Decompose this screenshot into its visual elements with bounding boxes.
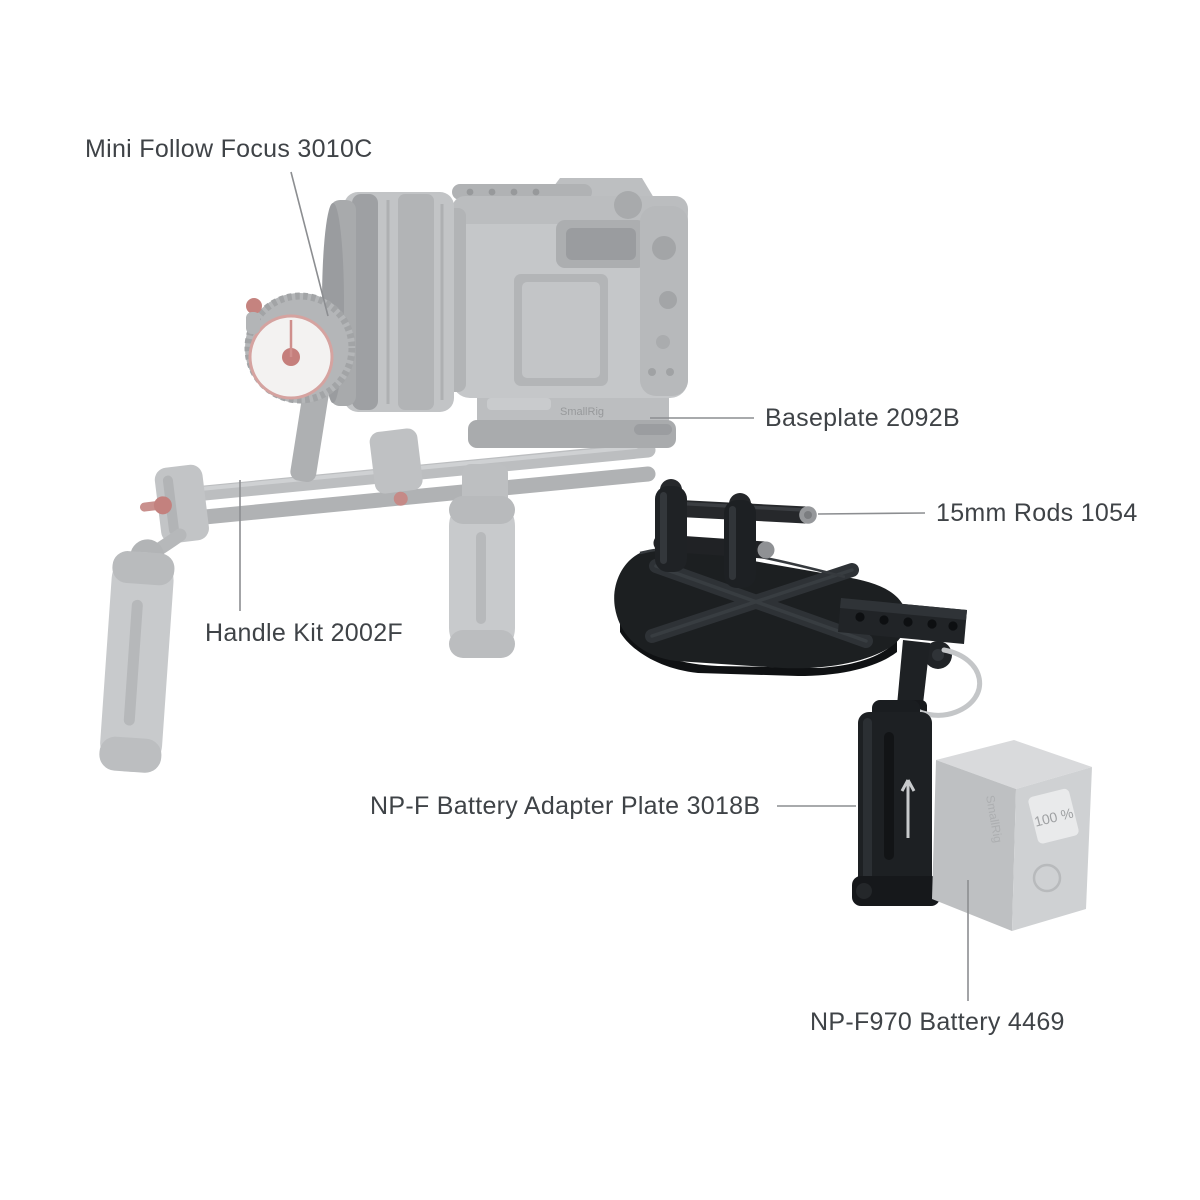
qr-lever-ghost xyxy=(634,424,672,435)
red-knob-icon xyxy=(153,496,172,515)
rod-clamps xyxy=(655,479,756,588)
label-follow-focus: Mini Follow Focus 3010C xyxy=(85,135,373,163)
rod-clamp-left-ghost xyxy=(139,464,209,544)
red-knob-icon xyxy=(393,491,408,506)
camera-ghost xyxy=(452,178,688,398)
top-plate xyxy=(838,598,967,644)
label-rods: 15mm Rods 1054 xyxy=(936,499,1138,527)
red-knob-icon xyxy=(246,298,262,314)
battery-ghost: 100 % SmallRig xyxy=(932,740,1092,931)
battery-display xyxy=(1028,788,1079,844)
label-battery-plate: NP-F Battery Adapter Plate 3018B xyxy=(370,792,761,820)
shoulder-pad xyxy=(614,546,907,676)
rod-tip-rear xyxy=(757,541,775,559)
arrow-marking-icon xyxy=(900,779,916,838)
top-dial-ghost xyxy=(614,191,642,219)
handle-front-ghost xyxy=(449,464,515,658)
label-battery: NP-F970 Battery 4469 xyxy=(810,1008,1065,1036)
battery-button-ghost xyxy=(1032,863,1062,893)
follow-focus-ghost xyxy=(244,292,356,483)
focus-gear-ghost xyxy=(352,194,378,410)
handle-left-ghost xyxy=(99,539,175,773)
baseplate-brand-text: SmallRig xyxy=(560,406,604,418)
label-handle-kit: Handle Kit 2002F xyxy=(205,619,403,647)
accessory-clamp-ghost xyxy=(369,428,423,506)
callout-line-rods xyxy=(817,512,926,515)
label-baseplate: Baseplate 2092B xyxy=(765,404,960,432)
battery-adapter-plate xyxy=(852,700,940,906)
plate-clamp xyxy=(852,876,940,906)
callout-line-follow-focus xyxy=(290,171,329,317)
callout-lines xyxy=(239,171,969,1001)
